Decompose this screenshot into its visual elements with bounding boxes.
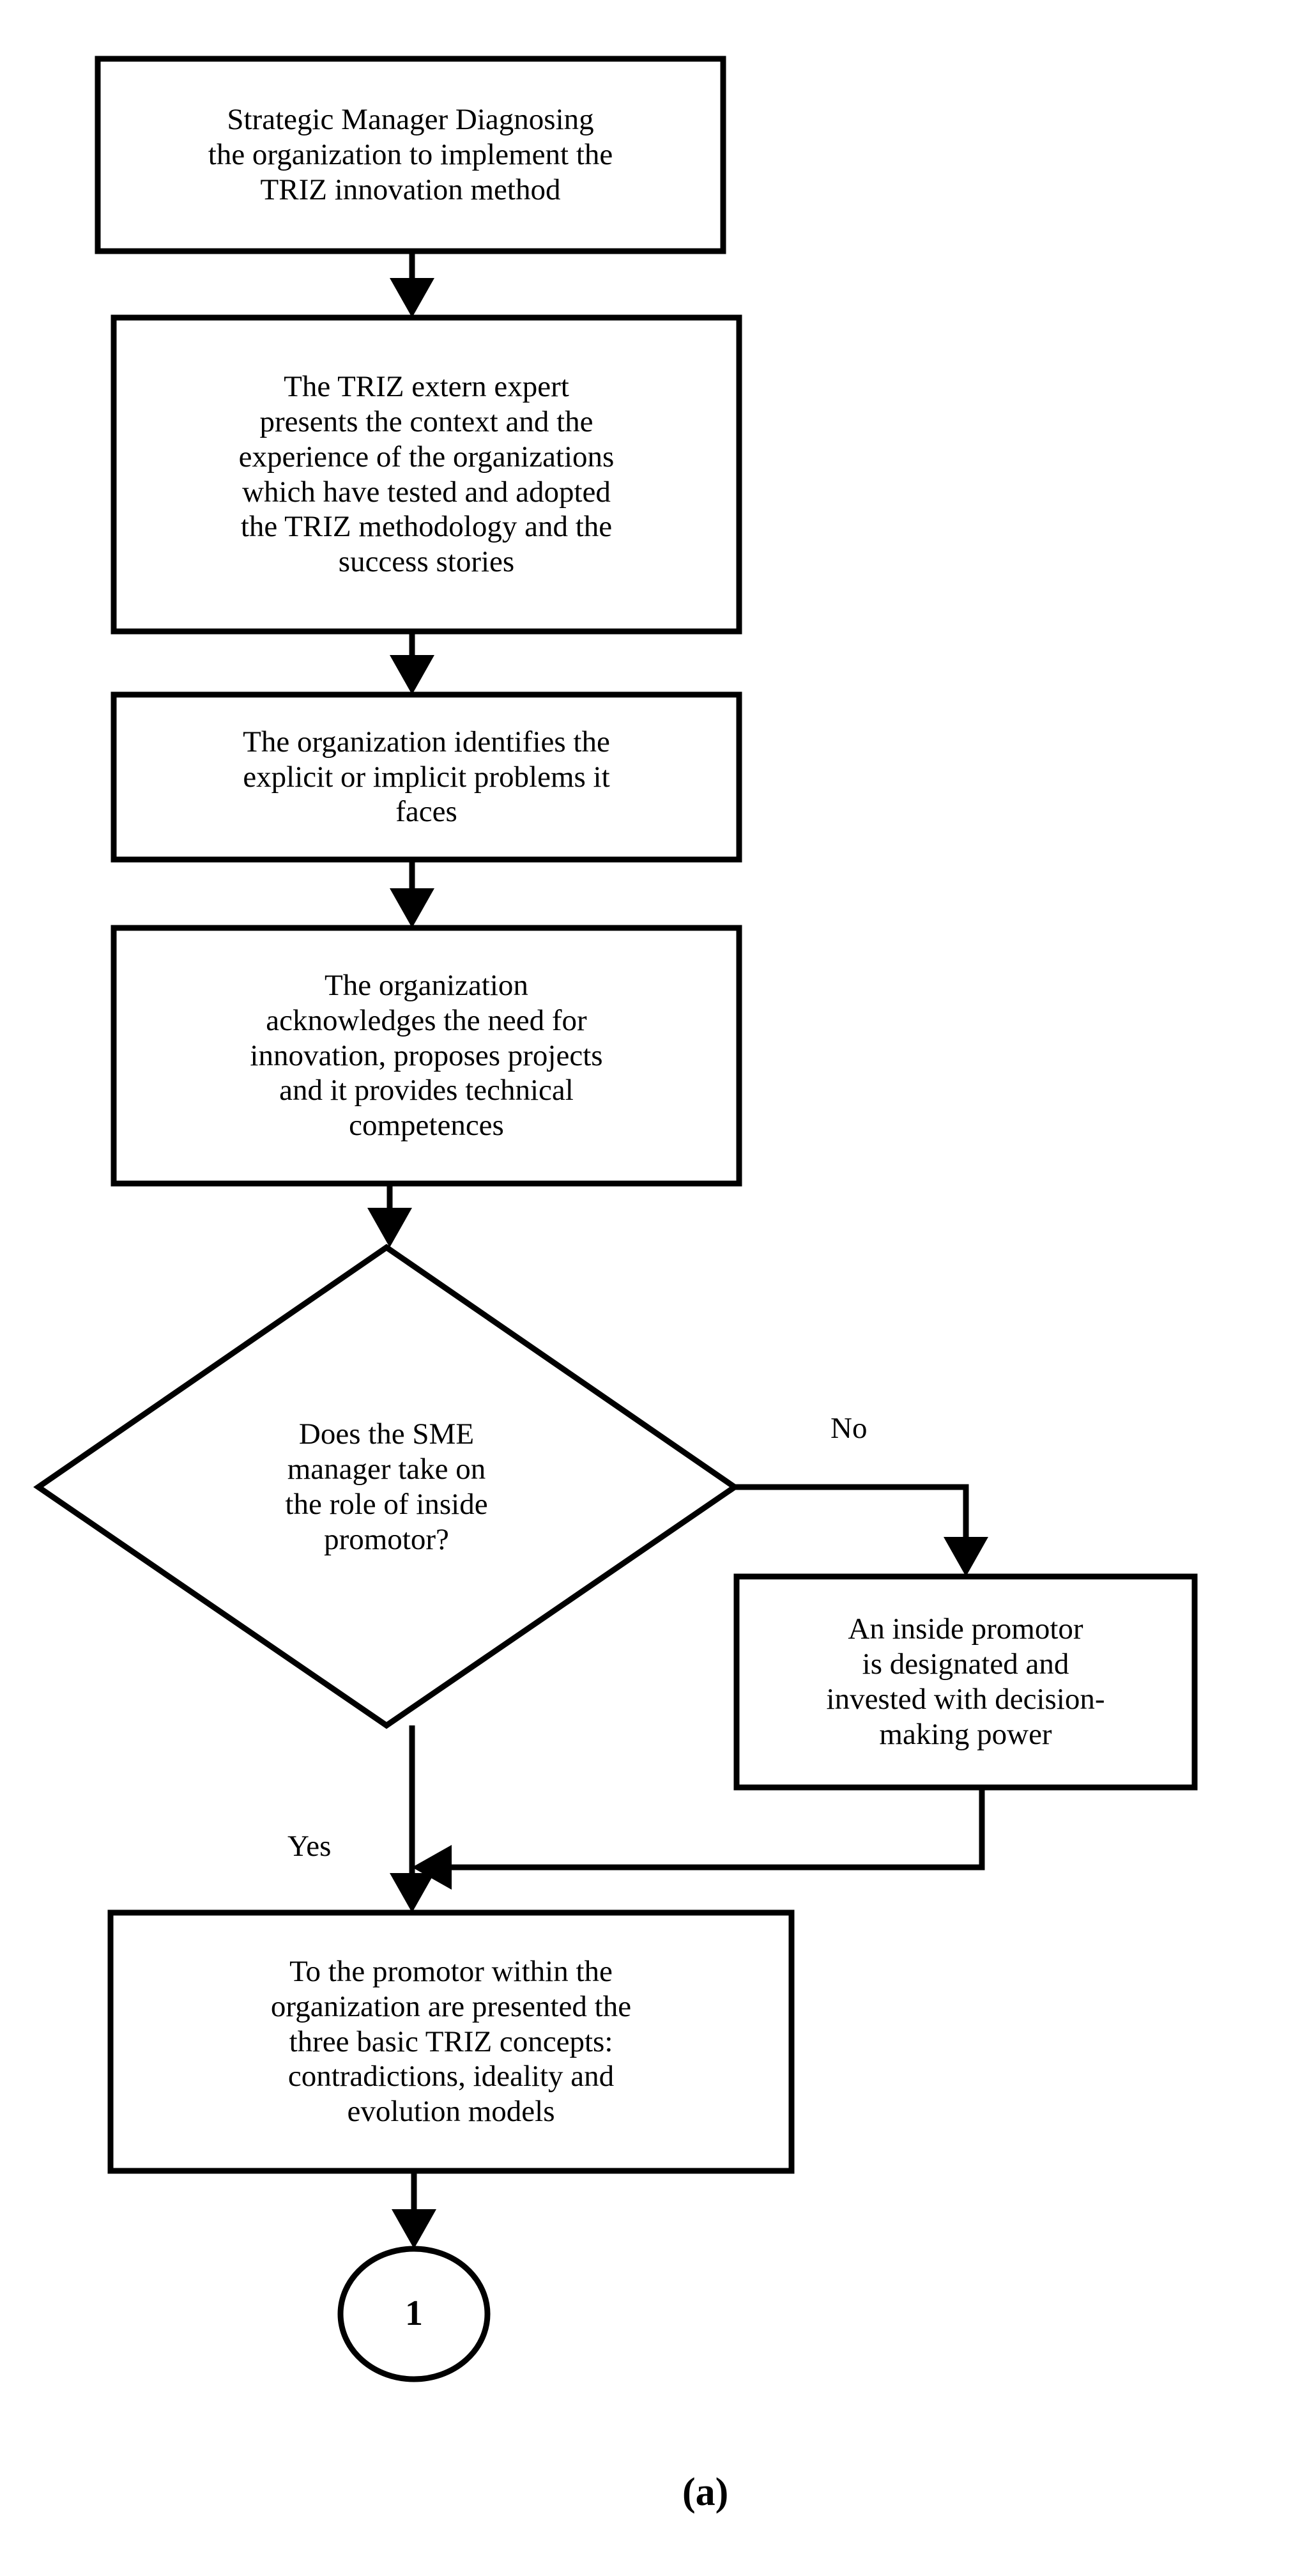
process-box-1-label: Strategic Manager Diagnosing the organiz… <box>104 65 717 245</box>
process-box-3-text: The organization identifies the explicit… <box>243 725 610 829</box>
edge-no-path <box>735 1484 969 1550</box>
arrow-4-decision-head <box>367 1208 412 1247</box>
arrow-6-connector-head <box>392 2209 436 2249</box>
arrow-3-4-head <box>390 888 434 928</box>
process-box-4-label: The organization acknowledges the need f… <box>120 934 733 1177</box>
edge-label-no: No <box>830 1412 868 1445</box>
process-box-2 <box>111 314 742 635</box>
edge-no-arrow-head <box>944 1537 988 1577</box>
edge-yes-arrow-head <box>390 1873 434 1913</box>
figure-caption: (a) <box>682 2471 729 2514</box>
process-box-6-text: To the promotor within the organization … <box>270 1954 632 2129</box>
process-box-3 <box>111 691 742 863</box>
decision-diamond <box>33 1244 740 1729</box>
process-box-1 <box>95 56 726 254</box>
process-box-2-label: The TRIZ extern expert presents the cont… <box>120 324 733 625</box>
process-box-4 <box>111 925 742 1187</box>
process-box-4-text: The organization acknowledges the need f… <box>250 968 603 1143</box>
decision-diamond-text: Does the SME manager take on the role of… <box>285 1417 488 1556</box>
edge-merge-arrow-head <box>412 1845 452 1890</box>
process-box-6 <box>107 1909 795 2174</box>
process-box-3-label: The organization identifies the explicit… <box>120 701 733 853</box>
process-box-6-label: To the promotor within the organization … <box>117 1919 785 2164</box>
process-box-5 <box>733 1573 1198 1791</box>
process-box-1-text: Strategic Manager Diagnosing the organiz… <box>208 103 613 206</box>
decision-diamond-label: Does the SME manager take on the role of… <box>208 1366 565 1608</box>
process-box-2-text: The TRIZ extern expert presents the cont… <box>238 369 615 579</box>
arrow-1-2-head <box>390 278 434 318</box>
process-box-5-text: An inside promotor is designated and inv… <box>826 1612 1105 1751</box>
process-box-5-label: An inside promotor is designated and inv… <box>743 1583 1188 1781</box>
arrow-2-3-head <box>390 655 434 695</box>
edge-merge-path <box>447 1787 985 1870</box>
edge-label-yes: Yes <box>287 1830 332 1863</box>
connector-circle-1-text: 1 <box>405 2294 423 2333</box>
